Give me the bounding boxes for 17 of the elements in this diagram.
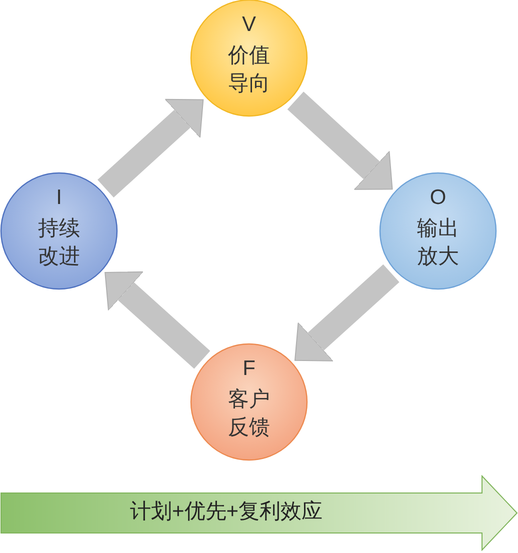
stage-label: 持续改进 bbox=[37, 216, 81, 270]
stage-letter: I bbox=[55, 185, 63, 211]
block-arrow bbox=[98, 98, 204, 198]
stage-label: 价值导向 bbox=[227, 43, 271, 97]
block-arrow bbox=[287, 92, 393, 190]
stage-letter: F bbox=[242, 356, 256, 382]
stage-circle bbox=[190, 343, 308, 461]
block-arrow bbox=[294, 264, 400, 362]
stage-circle bbox=[0, 172, 118, 290]
banner-label: 计划+优先+复利效应 bbox=[130, 499, 323, 525]
stage-label: 输出放大 bbox=[416, 216, 460, 270]
stage-label: 客户反馈 bbox=[227, 387, 271, 441]
banner-arrow bbox=[0, 475, 518, 551]
stage-letter: O bbox=[428, 185, 448, 211]
stage-letter: V bbox=[240, 12, 257, 38]
stage-circle bbox=[379, 172, 497, 290]
block-arrow bbox=[104, 271, 210, 369]
